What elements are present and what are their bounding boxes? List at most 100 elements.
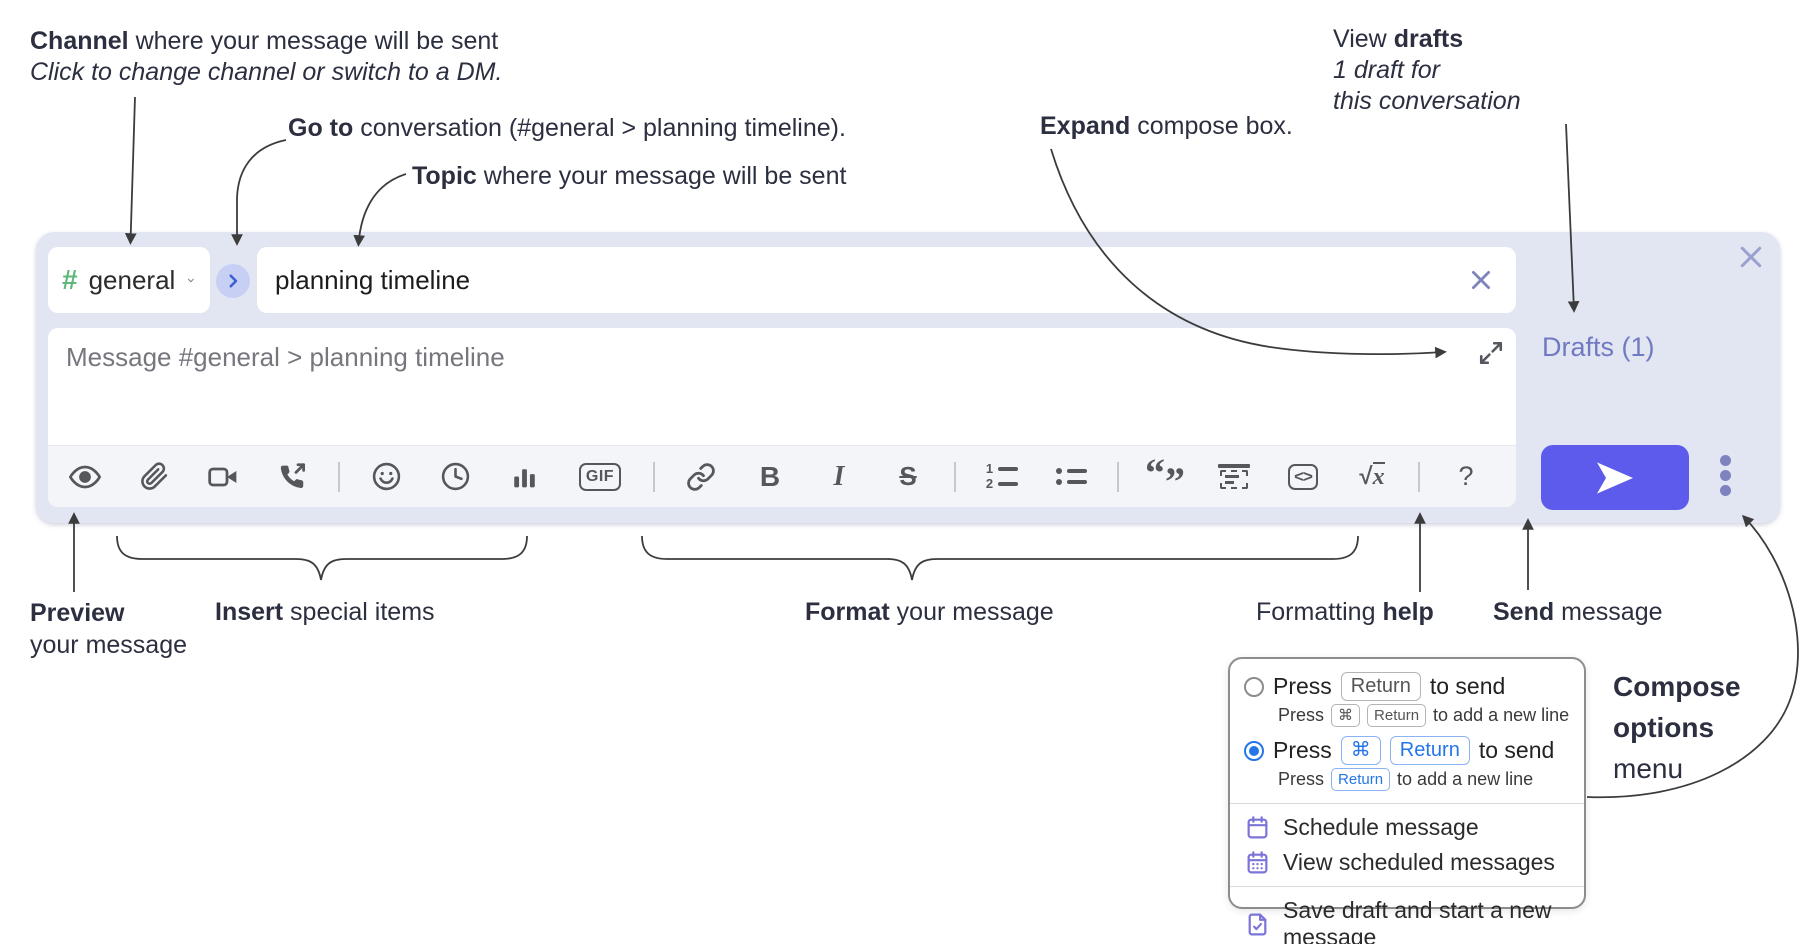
- draft-check-icon: [1248, 913, 1267, 935]
- eye-icon: [69, 465, 101, 488]
- channel-name: general: [88, 264, 176, 295]
- annotation-channel: Channel where your message will be sent …: [30, 27, 503, 86]
- link-icon: [687, 462, 715, 491]
- return-key: Return: [1331, 768, 1391, 791]
- calendar-days-icon: [1247, 851, 1268, 874]
- menu-item-schedule-message[interactable]: Schedule message: [1230, 810, 1584, 845]
- brace-insert: [116, 535, 528, 581]
- italic-icon: I: [833, 460, 845, 492]
- annotation-insert: Insert special items: [215, 598, 435, 626]
- topic-input[interactable]: [257, 247, 1516, 313]
- question-mark-icon: ?: [1458, 461, 1474, 491]
- toolbar-separator: [1418, 461, 1420, 492]
- send-button[interactable]: [1541, 445, 1689, 510]
- quote-icon: “”: [1145, 449, 1185, 504]
- annotation-format: Format your message: [805, 598, 1054, 626]
- smiley-icon: [372, 462, 400, 491]
- annotation-preview: Preview your message: [30, 599, 188, 659]
- return-key: Return: [1340, 672, 1421, 701]
- compose-options-menu: Press Return to send Press ⌘ Return to a…: [1228, 657, 1586, 944]
- return-key: Return: [1367, 704, 1427, 727]
- add-gif-button[interactable]: GIF: [570, 455, 630, 499]
- code-button[interactable]: <>: [1280, 455, 1326, 499]
- clock-icon: [441, 462, 469, 491]
- cmd-key: ⌘: [1331, 704, 1361, 727]
- close-compose-icon[interactable]: [1736, 242, 1766, 272]
- return-key: Return: [1389, 736, 1470, 765]
- math-icon: √x: [1359, 461, 1385, 490]
- add-global-time-button[interactable]: [432, 455, 478, 499]
- compose-options-menu-button[interactable]: [1720, 455, 1731, 496]
- chevron-down-icon: [188, 278, 195, 282]
- expand-compose-icon[interactable]: [1478, 340, 1504, 366]
- bulleted-list-icon: [1055, 468, 1087, 485]
- gif-icon: GIF: [578, 462, 622, 491]
- toolbar-separator: [338, 461, 340, 492]
- toolbar-separator: [954, 461, 956, 492]
- annotation-formatting-help: Formatting help: [1256, 598, 1434, 626]
- menu-item-view-scheduled[interactable]: View scheduled messages: [1230, 845, 1584, 880]
- kebab-dot: [1720, 455, 1731, 466]
- message-box: GIF B I S 1 2: [48, 328, 1516, 507]
- chevron-right-icon: [229, 274, 238, 288]
- annotation-view-drafts: View drafts 1 draft for this conversatio…: [1333, 25, 1521, 115]
- drafts-link[interactable]: Drafts (1): [1542, 332, 1655, 362]
- brace-format: [641, 535, 1359, 581]
- video-call-button[interactable]: [200, 455, 246, 499]
- spoiler-button[interactable]: [1211, 455, 1257, 499]
- compose-toolbar: GIF B I S 1 2: [48, 445, 1516, 507]
- strikethrough-button[interactable]: S: [885, 455, 931, 499]
- quote-button[interactable]: “”: [1142, 449, 1188, 504]
- annotation-compose-options: Compose options menu: [1613, 671, 1741, 784]
- bar-chart-icon: [513, 469, 535, 488]
- preview-button[interactable]: [62, 455, 108, 499]
- send-option-cmd-return[interactable]: Press ⌘ Return to send: [1230, 733, 1584, 768]
- annotation-expand: Expand compose box.: [1040, 112, 1293, 140]
- italic-button[interactable]: I: [816, 455, 862, 499]
- radio-unselected-icon[interactable]: [1244, 676, 1264, 697]
- calendar-icon: [1247, 816, 1268, 839]
- paperclip-icon: [140, 462, 167, 490]
- kebab-dot: [1720, 470, 1731, 481]
- voice-call-button[interactable]: [269, 455, 315, 499]
- strikethrough-icon: S: [899, 461, 917, 491]
- attach-file-button[interactable]: [131, 455, 177, 499]
- add-poll-button[interactable]: [501, 455, 547, 499]
- formatting-help-button[interactable]: ?: [1443, 455, 1489, 499]
- send-option-return-hint: Press ⌘ Return to add a new line: [1278, 704, 1570, 727]
- emoji-button[interactable]: [363, 455, 409, 499]
- kebab-dot: [1720, 485, 1731, 496]
- bold-icon: B: [759, 460, 781, 492]
- connector-channel: [124, 96, 137, 245]
- cmd-key: ⌘: [1340, 736, 1381, 765]
- channel-selector[interactable]: # general: [48, 247, 210, 313]
- numbered-list-button[interactable]: 1 2: [979, 455, 1025, 499]
- send-option-return[interactable]: Press Return to send: [1230, 669, 1584, 704]
- spoiler-icon: [1218, 463, 1250, 490]
- link-button[interactable]: [678, 455, 724, 499]
- video-camera-icon: [208, 467, 237, 486]
- code-icon: <>: [1288, 463, 1318, 490]
- message-input[interactable]: [48, 328, 1466, 454]
- toolbar-separator: [653, 461, 655, 492]
- compose-box: # general: [36, 232, 1780, 523]
- toolbar-separator: [1117, 461, 1119, 492]
- clear-topic-icon[interactable]: [1468, 267, 1494, 293]
- channel-hash-icon: #: [62, 264, 78, 295]
- paper-plane-icon: [1597, 461, 1633, 494]
- annotation-go-to: Go to conversation (#general > planning …: [288, 114, 846, 142]
- annotation-send: Send message: [1493, 598, 1663, 626]
- bold-button[interactable]: B: [747, 455, 793, 499]
- phone-outgoing-icon: [280, 462, 305, 488]
- menu-divider: [1230, 886, 1584, 887]
- menu-item-save-draft[interactable]: Save draft and start a new message: [1230, 893, 1584, 944]
- annotation-topic: Topic where your message will be sent: [412, 162, 847, 190]
- go-to-conversation-button[interactable]: [216, 264, 250, 298]
- connector-go-to: [231, 139, 287, 246]
- numbered-list-icon: 1 2: [986, 462, 1019, 490]
- bulleted-list-button[interactable]: [1048, 455, 1094, 499]
- radio-selected-icon[interactable]: [1244, 740, 1264, 761]
- math-button[interactable]: √x: [1349, 455, 1395, 499]
- menu-divider: [1230, 803, 1584, 804]
